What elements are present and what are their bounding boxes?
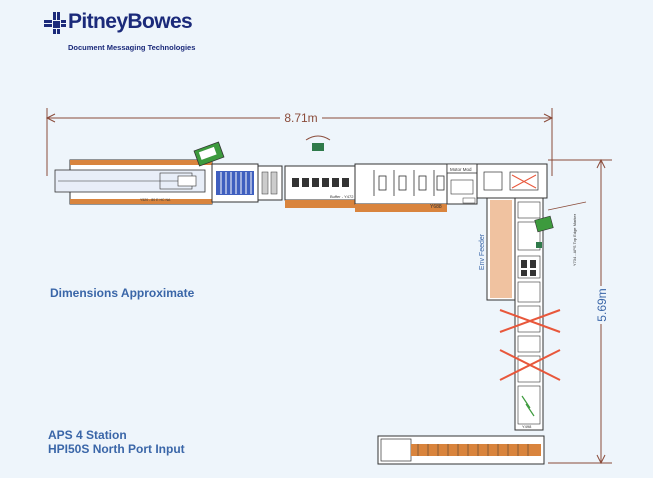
y688-module-label: Y688 <box>430 204 442 210</box>
bottom-strip <box>0 478 653 500</box>
input-monitor <box>193 141 225 167</box>
blue-feeder-module <box>211 163 283 203</box>
removed-modules-cross <box>499 309 561 381</box>
output-conveyor: Y498 <box>377 424 545 465</box>
pitney-bowes-logo-icon <box>44 12 66 34</box>
y688-module: Y688 <box>354 163 448 212</box>
station-title: APS 4 Station <box>48 428 127 442</box>
width-dimension-label: 8.71m <box>284 111 317 125</box>
station-subtitle: HPI50S North Port Input <box>48 442 185 456</box>
side-note-label: Y734 - APS Top Edge Marker <box>572 213 577 266</box>
vertical-feeder-column: Env Feeder <box>479 197 554 431</box>
corner-module <box>476 163 548 199</box>
brand-tagline: Document Messaging Technologies <box>68 43 196 52</box>
brand-name: PitneyBowes <box>68 10 193 33</box>
input-module: Y520 - 80 E HC NA <box>54 159 213 205</box>
side-note: Y734 - APS Top Edge Marker <box>547 201 587 266</box>
input-module-label: Y520 - 80 E HC NA <box>140 198 171 202</box>
network-icon <box>305 135 331 151</box>
output-small-label: Y498 <box>522 424 532 429</box>
buffer-module-label: Buffer - Y472 <box>330 194 354 199</box>
buffer-module: Buffer - Y472 <box>284 165 356 208</box>
motor-module-label: Motor Mod <box>450 167 472 172</box>
height-dimension-label: 5.69m <box>595 288 609 321</box>
dimensions-note: Dimensions Approximate <box>50 286 195 300</box>
motor-module: Motor Mod <box>446 163 478 205</box>
env-feeder-label: Env Feeder <box>479 233 486 270</box>
